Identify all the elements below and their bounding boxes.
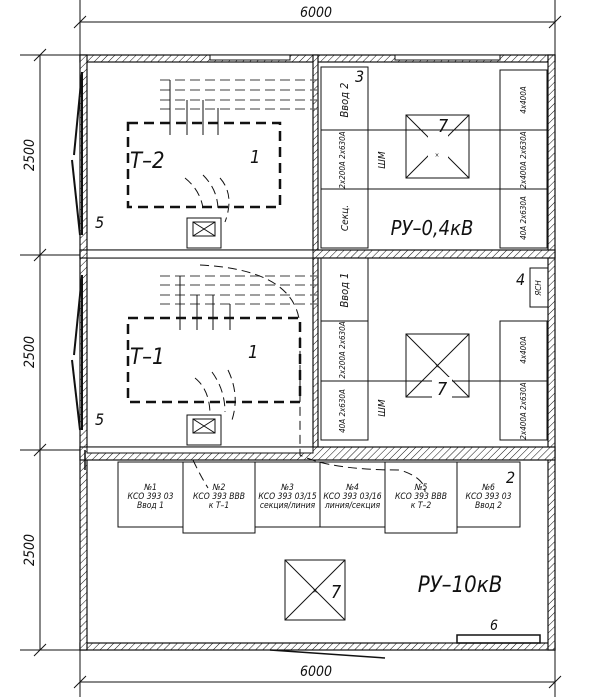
cell-desc: Ввод 2 (475, 501, 502, 511)
svg-text:×: × (313, 588, 318, 595)
cell-no: №6 (481, 483, 495, 493)
dimension-bottom: 6000 (73, 650, 562, 697)
center-number: 7 (438, 116, 449, 137)
cell-outline (456, 461, 521, 528)
center-number: 7 (437, 379, 448, 400)
cell-type: КСО 393 03/16 (323, 492, 381, 502)
cell-no: №1 (143, 483, 157, 493)
panel-label: 40А 2х630А (519, 196, 528, 240)
dimension-left-1: 2500 (22, 139, 38, 171)
room-title-ru10: РУ–10кВ (418, 573, 503, 598)
fan-vent-icon (405, 114, 470, 179)
dimension-left-3: 2500 (22, 534, 38, 566)
shm-label: ШМ (377, 151, 388, 169)
fan-vent-icon (284, 559, 346, 621)
transformer-t1-label: Т–1 (130, 345, 165, 370)
cell-desc: к Т–2 (411, 501, 432, 511)
doors (71, 71, 386, 659)
cell-type: КСО 393 03 (466, 492, 512, 502)
transformer-t2-number: 1 (250, 147, 260, 168)
transformer-t2-outline (126, 121, 282, 209)
cell-type: КСО 393 03/15 (258, 492, 316, 502)
panel-label: 4х400А (519, 86, 528, 114)
transformer-room-t1: Т–1 1 5 (95, 264, 426, 493)
door-number-t2: 5 (95, 213, 104, 232)
panel-label: 4х400А (519, 336, 528, 364)
panel-label: Ввод 2 (338, 83, 351, 118)
cable-box-t2 (186, 217, 222, 249)
panel-label: Секц. (340, 205, 351, 231)
item-6-equipment (456, 634, 541, 644)
room-title-ru04: РУ–0,4кВ (391, 216, 474, 240)
cell-desc: линия/секция (324, 501, 381, 511)
panel-label: 2х400А 2х630А (519, 131, 528, 188)
cell-desc: Ввод 1 (137, 501, 164, 511)
room-number: 3 (355, 67, 364, 86)
room-number: 4 (516, 270, 525, 289)
svg-text:×: × (435, 152, 440, 159)
panel-label: Ввод 1 (338, 273, 351, 308)
ysn-cabinet (529, 267, 549, 308)
center-number: 7 (331, 582, 342, 603)
bus-taps (169, 80, 219, 135)
cell-no: №5 (414, 483, 428, 493)
room-number: 2 (506, 468, 515, 487)
transformer-t2-label: Т–2 (130, 149, 165, 174)
transformer-room-t2: Т–2 1 5 (95, 79, 318, 249)
cell-no: №4 (345, 483, 359, 493)
switchgear-room-04kv-top: × 7 3 Ввод 2 2х200А 2х630А Секц. ШМ 4х40… (320, 66, 548, 249)
dimension-top: 6000 (73, 0, 562, 55)
cable-box-t1 (186, 414, 222, 446)
ysn-label: ЯСН (534, 280, 543, 297)
shm-label: ШМ (377, 399, 388, 417)
panel-label: 40А 2х630А (338, 389, 347, 433)
item-6-label: 6 (490, 618, 498, 634)
cell-no: №3 (280, 483, 294, 493)
walls (79, 54, 556, 651)
cell-no: №2 (212, 483, 226, 493)
cell-desc: секция/линия (260, 501, 316, 511)
cell-type: КСО 393 ВВВ (395, 492, 447, 502)
dimension-left-2: 2500 (22, 336, 38, 368)
cell-type: КСО 393 03 (128, 492, 174, 502)
switchgear-room-04kv-bottom: ЯСН 4 × 7 Ввод 1 2х200А 2х630А 40А 2х630… (320, 257, 549, 441)
panel-label: 2х200А 2х630А (338, 321, 347, 378)
dimension-bottom-label: 6000 (300, 664, 332, 680)
dimension-top-label: 6000 (300, 5, 332, 21)
cell-desc: к Т–1 (209, 501, 229, 511)
panel-label: 2х400А 2х630А (519, 382, 528, 439)
transformer-t1-outline (126, 316, 302, 404)
panel-label: 2х200А 2х630А (338, 131, 347, 188)
dimension-left: 2500 2500 2500 (20, 48, 80, 657)
svg-text:×: × (435, 363, 440, 370)
door-number-t1: 5 (95, 410, 104, 429)
cell-type: КСО 393 ВВВ (193, 492, 245, 502)
transformer-t1-number: 1 (248, 342, 258, 363)
